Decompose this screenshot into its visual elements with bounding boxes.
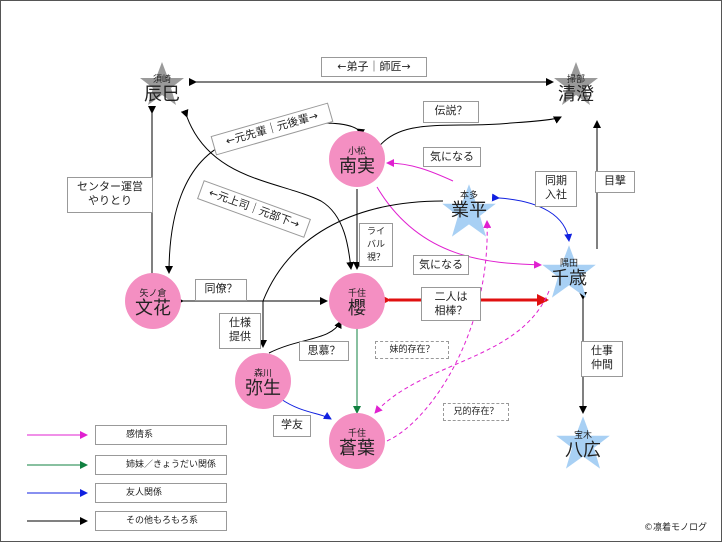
node-narihira: 本多 業平 xyxy=(439,191,499,221)
node-surname: 本多 xyxy=(459,191,478,201)
edge-label: 兄的存在？ xyxy=(443,403,509,421)
edge-label: 学友 xyxy=(273,415,311,437)
node-given-name: 南実 xyxy=(339,156,375,177)
circle-shape xyxy=(329,273,385,329)
node-chitose: 隅田 千歳 xyxy=(539,259,599,289)
legend-arrow xyxy=(27,461,88,469)
edge-label: 思慕？ xyxy=(299,341,349,361)
node-given-name: 清澄 xyxy=(558,84,594,105)
circle-shape xyxy=(235,353,291,409)
edge-aoba-narihira xyxy=(386,220,492,442)
edge-chitose-aoba xyxy=(374,290,550,414)
node-aoba: 千住 蒼葉 xyxy=(327,429,387,459)
node-yayoi: 森川 弥生 xyxy=(233,369,293,399)
circle-shape xyxy=(329,131,385,187)
legend-arrow xyxy=(27,517,88,525)
edge-label: 気になる xyxy=(413,255,469,275)
node-given-name: 蒼葉 xyxy=(339,438,375,459)
edge-yayoi-aoba xyxy=(272,391,332,420)
edge-tatsumi-sakura xyxy=(180,109,355,270)
edge-label: 目撃 xyxy=(595,171,635,193)
star-shape xyxy=(140,62,184,105)
node-surname: 小松 xyxy=(347,147,366,157)
edge-label: 気になる xyxy=(423,147,481,167)
star-shape xyxy=(442,184,496,237)
node-surname: 矢ノ倉 xyxy=(139,289,167,299)
node-given-name: 辰巳 xyxy=(144,84,180,105)
star-shape xyxy=(554,62,598,105)
node-surname: 千住 xyxy=(347,289,366,299)
node-given-name: 櫻 xyxy=(348,298,366,319)
node-tatsumi: 須崎 辰巳 xyxy=(132,75,192,105)
circle-shape xyxy=(329,413,385,469)
legend-item: 姉妹／きょうだい関係 xyxy=(27,455,227,475)
node-yahiro: 宝木 八広 xyxy=(553,431,613,461)
node-sakura: 千住 櫻 xyxy=(327,289,387,319)
edge-nami-chitose xyxy=(376,186,542,269)
legend-label: その他もろもろ系 xyxy=(95,511,227,531)
edge-label: 二人は 相棒？ xyxy=(421,287,481,321)
node-kiyosumi: 掃部 清澄 xyxy=(546,75,606,105)
node-surname: 須崎 xyxy=(152,75,171,85)
node-given-name: 文花 xyxy=(135,298,171,319)
edge-label: 同期 入社 xyxy=(535,171,577,207)
node-surname: 掃部 xyxy=(566,75,585,85)
legend-label: 姉妹／きょうだい関係 xyxy=(95,455,227,475)
legend-arrow xyxy=(27,431,88,439)
node-surname: 宝木 xyxy=(573,431,592,441)
edge-narihira-nami xyxy=(386,159,454,182)
node-given-name: 八広 xyxy=(565,440,601,461)
node-nami: 小松 南実 xyxy=(327,147,387,177)
star-shape xyxy=(542,245,596,298)
edge-narihira-chitose xyxy=(491,193,573,242)
copyright-text: ©凛着モノログ xyxy=(643,523,707,533)
node-fumika: 矢ノ倉 文花 xyxy=(123,289,183,319)
node-surname: 森川 xyxy=(253,369,272,379)
legend-item: その他もろもろ系 xyxy=(27,511,227,531)
edge-nami-kiyosumi xyxy=(376,116,562,150)
edge-label: ライ バル 視？ xyxy=(359,223,393,267)
edge-yayoi-sakura xyxy=(268,320,342,354)
node-surname: 千住 xyxy=(347,429,366,439)
edge-narihira-yayoi xyxy=(259,200,444,348)
edge-label: センター運営 やりとり xyxy=(67,177,153,213)
edge-label: 妹的存在？ xyxy=(375,341,449,359)
star-shape xyxy=(556,416,610,469)
edge-label: 同僚？ xyxy=(195,279,247,301)
edge-label: 仕事 仲間 xyxy=(581,341,623,377)
node-surname: 隅田 xyxy=(559,259,578,269)
legend-item: 友人関係 xyxy=(27,483,227,503)
legend-arrow xyxy=(27,489,88,497)
legend-label: 感情系 xyxy=(95,425,227,445)
edge-label: ←弟子｜師匠→ xyxy=(321,57,427,77)
node-given-name: 千歳 xyxy=(551,268,587,289)
node-given-name: 弥生 xyxy=(245,378,281,399)
legend-item: 感情系 xyxy=(27,425,227,445)
edge-label: 仕様 提供 xyxy=(219,313,261,349)
circle-shape xyxy=(125,273,181,329)
legend-label: 友人関係 xyxy=(95,483,227,503)
edge-label: 伝説？ xyxy=(423,101,479,123)
node-given-name: 業平 xyxy=(451,200,487,221)
